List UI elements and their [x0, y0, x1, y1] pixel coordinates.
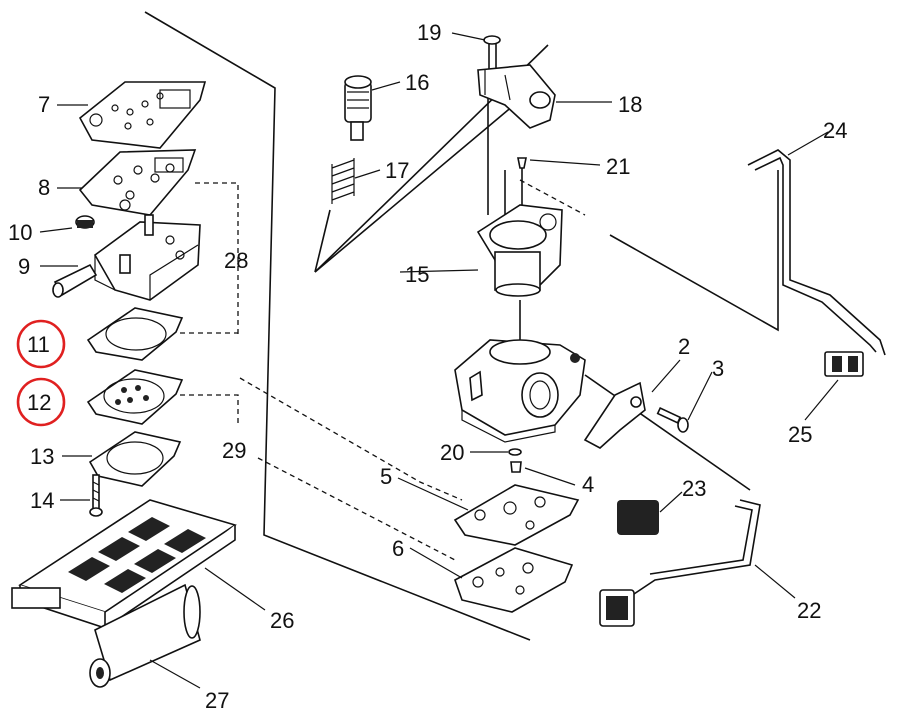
label-21: 21 [606, 154, 630, 179]
part-16-plunger [344, 75, 372, 141]
part-10-cap [75, 215, 95, 229]
carburetor-body [454, 339, 586, 443]
assembly-frame-lines [144, 11, 779, 641]
part-26-base-plate [11, 499, 237, 630]
label-11: 11 [27, 332, 50, 357]
label-12: 12 [27, 390, 51, 415]
dashed-leaders [180, 179, 586, 561]
label-13: 13 [30, 444, 54, 469]
part-23-switch [617, 500, 659, 535]
label-leaders [39, 32, 839, 689]
label-25: 25 [788, 422, 812, 447]
label-14: 14 [30, 488, 54, 513]
label-24: 24 [823, 118, 847, 143]
label-22: 22 [797, 598, 821, 623]
part-14-screw [89, 474, 103, 517]
part-17-spring [331, 158, 355, 204]
part-13-gasket [88, 431, 182, 487]
highlight-markers [16, 319, 66, 427]
part-7-gasket [78, 81, 207, 149]
highlight-circle-12 [16, 377, 66, 427]
part-15-carb-top [476, 204, 563, 297]
part-25-connector [824, 351, 864, 377]
label-26: 26 [270, 608, 294, 633]
label-28: 28 [224, 248, 248, 273]
part-8-plate [78, 149, 197, 216]
label-3: 3 [712, 356, 724, 381]
label-18: 18 [618, 92, 642, 117]
part-27-filter-element [89, 583, 201, 688]
part-22-cable [599, 499, 761, 627]
part-labels: 7 8 10 9 11 12 13 14 26 27 28 29 19 16 1… [8, 20, 847, 713]
label-19: 19 [417, 20, 441, 45]
part-20-oring [508, 448, 522, 456]
part-24-line [747, 149, 886, 356]
part-5-gasket [453, 484, 580, 546]
label-17: 17 [385, 158, 409, 183]
part-18-lever-bracket [477, 64, 556, 129]
label-6: 6 [392, 536, 404, 561]
part-19-screw [483, 35, 501, 71]
part-12-diaphragm [86, 369, 184, 425]
part-2-plate [583, 381, 646, 449]
part-11-gasket [86, 307, 184, 361]
highlight-circle-11 [16, 319, 66, 369]
label-5: 5 [380, 464, 392, 489]
label-7: 7 [38, 92, 50, 117]
part-3-screw [656, 406, 689, 433]
label-2: 2 [678, 334, 690, 359]
label-9: 9 [18, 254, 30, 279]
label-8: 8 [38, 175, 50, 200]
part-4-jet [510, 461, 522, 473]
part-6-plate [454, 547, 574, 613]
label-4: 4 [582, 472, 594, 497]
label-29: 29 [222, 438, 246, 463]
part-26-filter-blocks [68, 517, 206, 593]
part-21-screw [517, 157, 527, 169]
label-15: 15 [405, 262, 429, 287]
part-9-pump-body [52, 214, 201, 301]
label-27: 27 [205, 688, 229, 713]
label-16: 16 [405, 70, 429, 95]
label-23: 23 [682, 476, 706, 501]
label-20: 20 [440, 440, 464, 465]
label-10: 10 [8, 220, 32, 245]
